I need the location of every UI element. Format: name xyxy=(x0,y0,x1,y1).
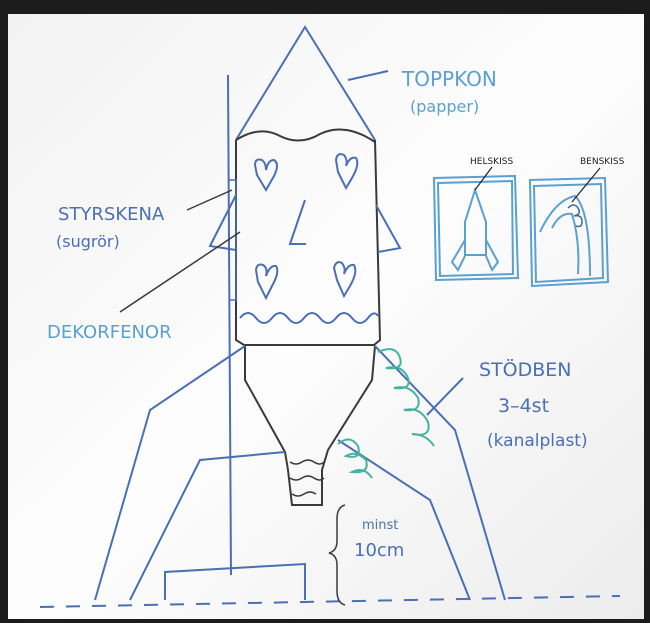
label-toppkon: TOPPKON xyxy=(401,67,497,91)
board-surface xyxy=(8,14,644,619)
label-stodben: STÖDBEN xyxy=(479,358,572,381)
label-helskiss: HELSKISS xyxy=(470,157,513,167)
label-minst: minst xyxy=(362,518,398,533)
label-stodben-material: (kanalplast) xyxy=(487,431,588,451)
label-benskiss: BENSKISS xyxy=(580,157,625,167)
label-10cm: 10cm xyxy=(354,540,404,561)
label-toppkon-material: (papper) xyxy=(410,97,479,116)
label-stodben-count: 3–4st xyxy=(498,395,549,417)
label-dekorfenor: DEKORFENOR xyxy=(47,322,172,343)
label-styrskena: STYRSKENA xyxy=(58,204,165,225)
label-styrskena-material: (sugrör) xyxy=(56,232,120,251)
